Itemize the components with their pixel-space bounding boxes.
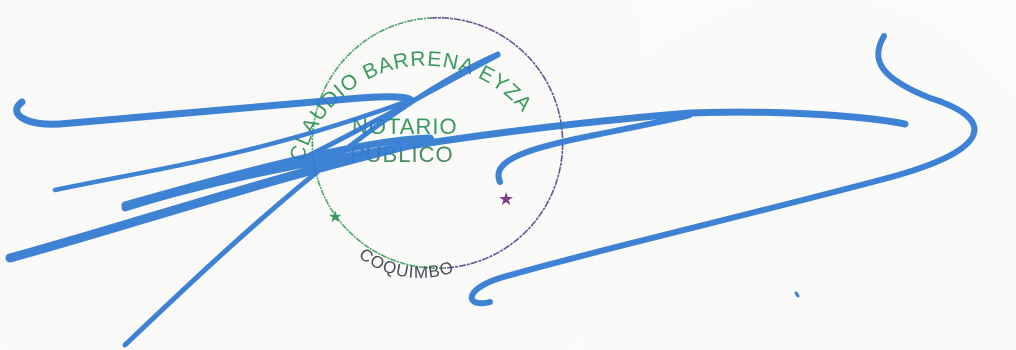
signature-stroke-7 [121,108,909,212]
signature-stroke-9 [468,33,978,307]
stamp-star-right-icon: ★ [498,189,514,209]
stamp-star-left-icon: ★ [328,209,342,226]
signature-stroke-1 [13,93,415,128]
signature-stroke-8 [495,112,693,185]
signature-stroke-6 [297,52,501,163]
signature-stroke-2 [52,99,408,193]
signature-stroke-5 [122,51,501,348]
stamp-ring-purple [429,16,564,269]
stamp-ring-green [311,17,446,270]
signature-dot [794,291,800,298]
